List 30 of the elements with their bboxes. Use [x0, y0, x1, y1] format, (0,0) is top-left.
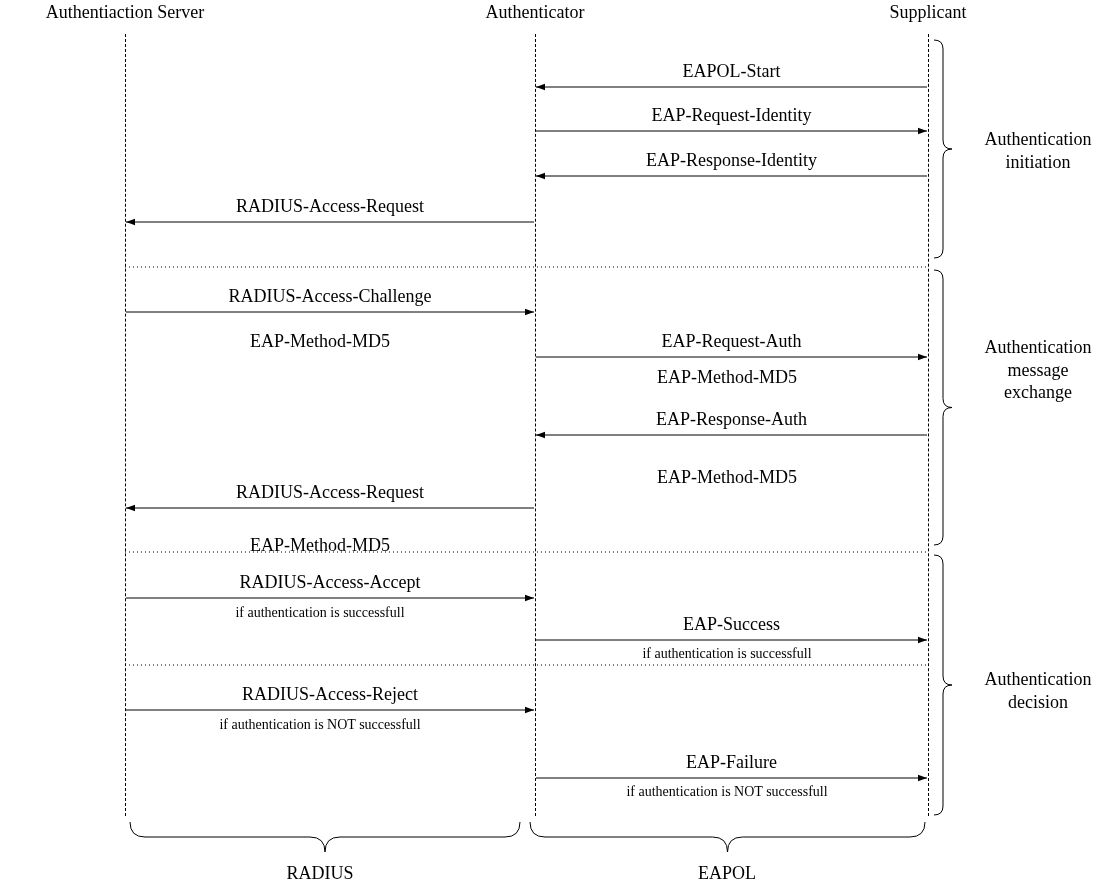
arrow: [125, 504, 535, 512]
arrow: [535, 127, 928, 135]
arrow: [125, 218, 535, 226]
condition-note: if authentication is NOT successfull: [219, 716, 421, 734]
method-label: EAP-Method-MD5: [250, 534, 390, 557]
condition-note: if authentication is successfull: [235, 604, 405, 622]
condition-note: if authentication is NOT successfull: [626, 783, 828, 801]
condition-note: if authentication is successfull: [642, 645, 812, 663]
protocol-label: EAPOL: [698, 862, 756, 885]
lifeline: [535, 34, 536, 816]
arrow: [535, 774, 928, 782]
arrow: [535, 636, 928, 644]
lifeline: [125, 34, 126, 816]
lifeline: [928, 34, 929, 816]
arrow: [125, 308, 535, 316]
method-label: EAP-Method-MD5: [657, 366, 797, 389]
method-label: EAP-Method-MD5: [250, 330, 390, 353]
arrow: [535, 172, 928, 180]
arrow: [125, 706, 535, 714]
phase-label: Authentication initiation: [983, 128, 1093, 173]
participant-label: Authenticator: [485, 2, 585, 23]
participant-label: Supplicant: [889, 2, 967, 23]
arrow: [535, 83, 928, 91]
method-label: EAP-Method-MD5: [657, 466, 797, 489]
phase-label: Authentication decision: [983, 668, 1093, 713]
participant-label: Authentiaction Server: [45, 2, 205, 23]
protocol-label: RADIUS: [286, 862, 354, 885]
phase-label: Authentication message exchange: [983, 336, 1093, 404]
arrow: [125, 594, 535, 602]
arrow: [535, 353, 928, 361]
